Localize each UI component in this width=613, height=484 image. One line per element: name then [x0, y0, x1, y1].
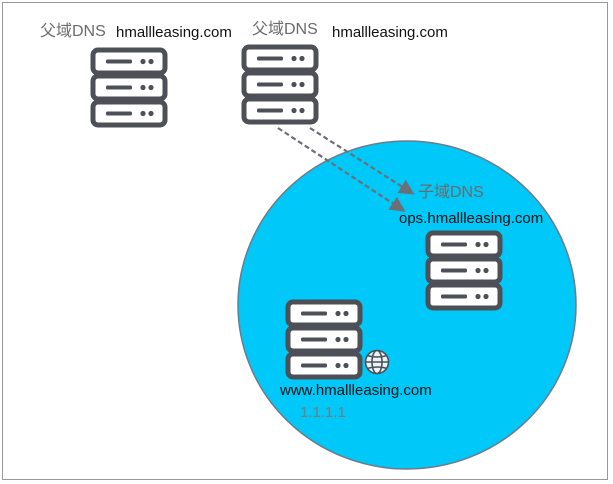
- child-dns-server-icon: [428, 233, 500, 308]
- parent-dns-server-2-icon: [244, 47, 316, 122]
- child-zone-circle: [237, 140, 577, 470]
- delegation-arrows: [277, 127, 415, 212]
- child-dns-label: 子域DNS: [418, 184, 484, 201]
- delegation-arrow-1: [309, 127, 415, 195]
- parent-dns-2-label: 父域DNS: [252, 21, 318, 38]
- child-dns-domain: ops.hmallleasing.com: [399, 210, 544, 227]
- web-server-icon: [288, 302, 360, 377]
- parent-dns-1-domain: hmallleasing.com: [116, 24, 232, 41]
- parent-dns-1-label: 父域DNS: [40, 23, 106, 40]
- diagram-frame: [2, 2, 608, 480]
- delegation-arrow-2: [277, 127, 406, 212]
- web-server-ip: 1.1.1.1: [300, 404, 346, 421]
- web-server-domain: www.hmallleasing.com: [280, 382, 432, 399]
- parent-dns-server-1-icon: [93, 50, 165, 125]
- parent-dns-2-domain: hmallleasing.com: [332, 24, 448, 41]
- globe-icon: [364, 349, 390, 375]
